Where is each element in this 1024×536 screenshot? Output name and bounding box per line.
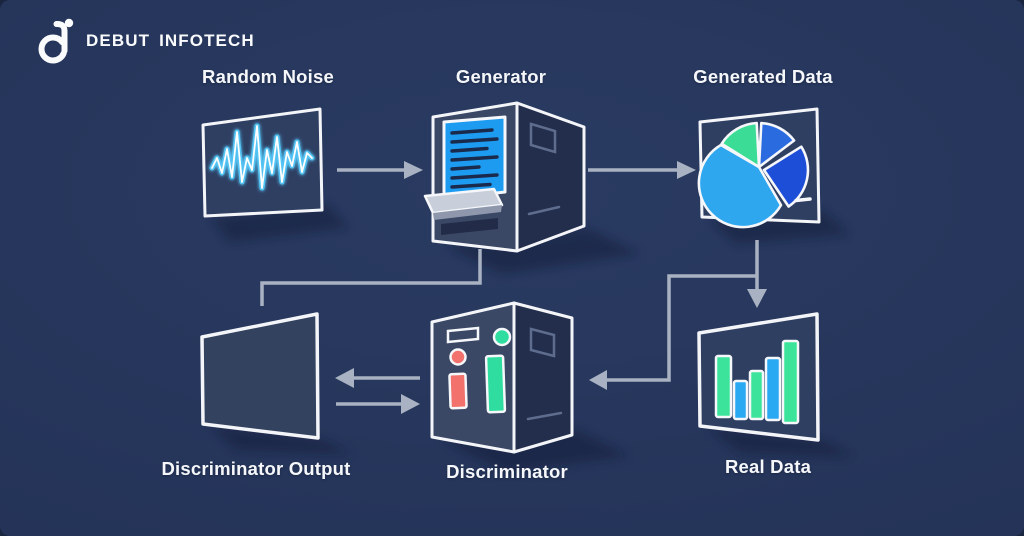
generator-machine-icon	[423, 101, 586, 253]
side-vent-square	[529, 327, 556, 358]
pie-slice-light-blue	[697, 143, 783, 229]
bar-3	[748, 369, 765, 421]
logo-word-infotech: INFOTECH	[159, 31, 255, 50]
generated-data-label: Generated Data	[693, 66, 833, 87]
connectors	[260, 161, 767, 414]
debut-infotech-logo-icon	[38, 18, 74, 64]
arrow-output-to-discriminator	[336, 394, 420, 414]
arrow-generated-data-down-to-real-data	[747, 240, 767, 308]
side-detail-line	[526, 411, 563, 421]
red-indicator-light	[449, 348, 467, 366]
pie-slice-green	[720, 121, 761, 169]
bar-1	[714, 354, 733, 419]
pie-dash-detail	[794, 197, 812, 203]
generator-label: Generator	[455, 66, 547, 87]
green-level-bar	[484, 354, 507, 414]
arrow-generator-to-generated-data	[588, 161, 696, 179]
bar-2	[732, 379, 749, 421]
random-noise-panel	[201, 107, 324, 218]
bar-4	[764, 356, 782, 422]
discriminator-output-label: Discriminator Output	[161, 458, 351, 479]
side-detail-line	[527, 205, 561, 216]
elbow-generated-data-to-discriminator	[589, 274, 757, 390]
arrow-random-noise-to-generator	[337, 161, 423, 179]
elbow-generator-to-discriminator-output	[260, 249, 482, 306]
pie-chart-icon	[697, 121, 810, 229]
red-level-bar	[448, 372, 468, 410]
waveform-icon	[209, 123, 315, 191]
real-data-label: Real Data	[724, 456, 812, 477]
machine-side-face	[512, 301, 574, 454]
arrow-discriminator-to-output	[335, 368, 420, 388]
brand-logo: DEBUT INFOTECH	[36, 18, 255, 64]
logo-word-debut: DEBUT	[86, 31, 151, 50]
side-vent-square	[529, 122, 557, 154]
random-noise-label: Random Noise	[202, 66, 334, 87]
pie-slice-mid-blue	[757, 121, 796, 169]
generated-data-panel	[697, 107, 821, 229]
real-data-panel	[697, 312, 820, 442]
discriminator-machine-icon	[430, 301, 574, 454]
front-label-rect	[446, 326, 480, 344]
front-slot	[441, 218, 498, 235]
green-indicator-light	[492, 327, 512, 347]
bar-5	[781, 339, 800, 425]
output-tray-edge	[433, 205, 502, 220]
pie-slice-dark-blue	[762, 145, 810, 208]
blank-screen-icon	[200, 312, 320, 440]
machine-side-face	[515, 101, 586, 253]
screen-text-lines	[450, 128, 499, 189]
discriminator-label: Discriminator	[446, 461, 568, 482]
logo-wordmark: DEBUT INFOTECH	[86, 31, 255, 51]
bar-chart-icon	[714, 339, 800, 425]
discriminator-output-panel	[200, 312, 320, 440]
